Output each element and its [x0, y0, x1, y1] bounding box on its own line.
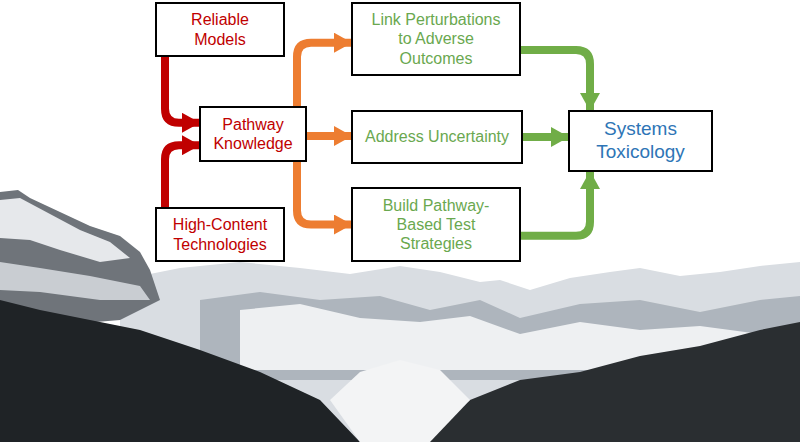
box-label: Reliable Models [167, 10, 273, 48]
process-box: Address Uncertainty [351, 110, 523, 164]
process-box: Link Perturbations to Adverse Outcomes [351, 2, 521, 76]
box-label: High-Content Technologies [167, 215, 273, 253]
box-label: Link Perturbations to Adverse Outcomes [363, 10, 509, 68]
process-box: Build Pathway-Based Test Strategies [351, 187, 521, 262]
flow-arrow [523, 133, 568, 141]
left-cliff-band [0, 262, 150, 300]
left-forest [0, 300, 360, 442]
flow-arrow [165, 145, 199, 207]
box-label: Address Uncertainty [365, 127, 509, 146]
flow-arrow [307, 132, 351, 140]
flow-arrow [521, 172, 590, 236]
flow-arrow [521, 50, 590, 110]
process-box: Pathway Knowledge [199, 106, 307, 162]
flow-arrow [165, 57, 199, 123]
process-box: High-Content Technologies [155, 207, 285, 262]
right-forest [420, 322, 800, 442]
box-label: Pathway Knowledge [211, 115, 295, 153]
box-label: Build Pathway-Based Test Strategies [363, 196, 509, 254]
flow-arrow [297, 162, 351, 225]
flow-arrow [297, 43, 351, 106]
box-label: Systems Toxicology [580, 118, 701, 164]
process-box: Reliable Models [155, 2, 285, 57]
process-box: Systems Toxicology [568, 110, 713, 172]
left-cliff-snow [0, 198, 130, 262]
valley-snow [330, 360, 470, 442]
